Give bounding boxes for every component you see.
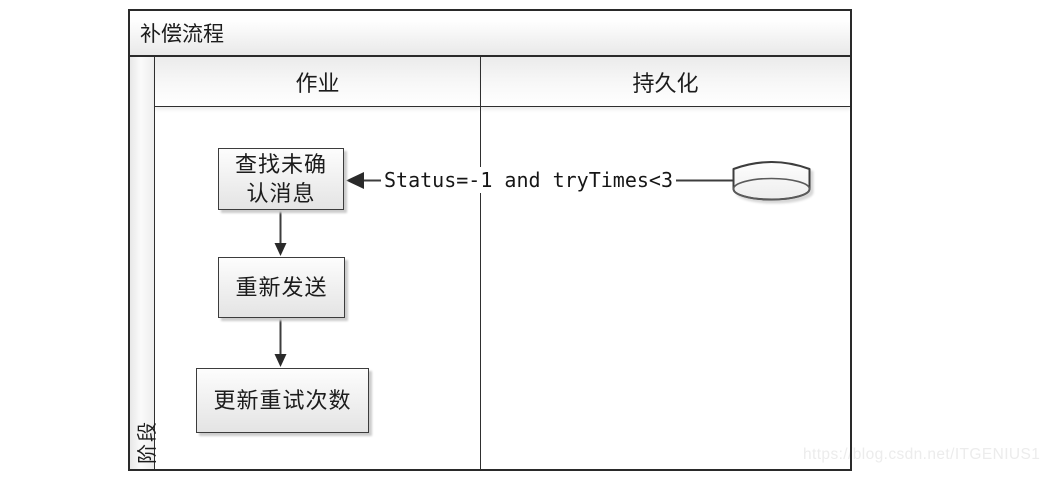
node-update-retry-count: 更新重试次数 [196,368,369,433]
lane-persistence-label: 持久化 [632,70,699,96]
node-resend: 重新发送 [218,257,345,318]
lane-header-job: 作业 [155,57,480,107]
node-label-line: 查找未确 [234,152,327,177]
diagram-title: 补偿流程 [140,22,224,46]
lane-job-label: 作业 [295,70,340,96]
lane-divider [480,57,481,469]
node-label-line: 认消息 [246,181,316,206]
swimlane-frame: 补偿流程 阶段 作业 持久化 [128,9,852,471]
diagram-title-band: 补偿流程 [130,11,850,57]
phase-label: 阶段 [137,420,159,464]
lane-header-persistence: 持久化 [481,57,850,107]
watermark-text: https://blog.csdn.net/ITGENIUS1 [803,446,1041,463]
node-find-unconfirmed-messages: 查找未确 认消息 [218,148,344,210]
phase-strip: 阶段 [130,57,159,469]
connector-condition-label: Status=-1 and tryTimes<3 [381,167,676,193]
